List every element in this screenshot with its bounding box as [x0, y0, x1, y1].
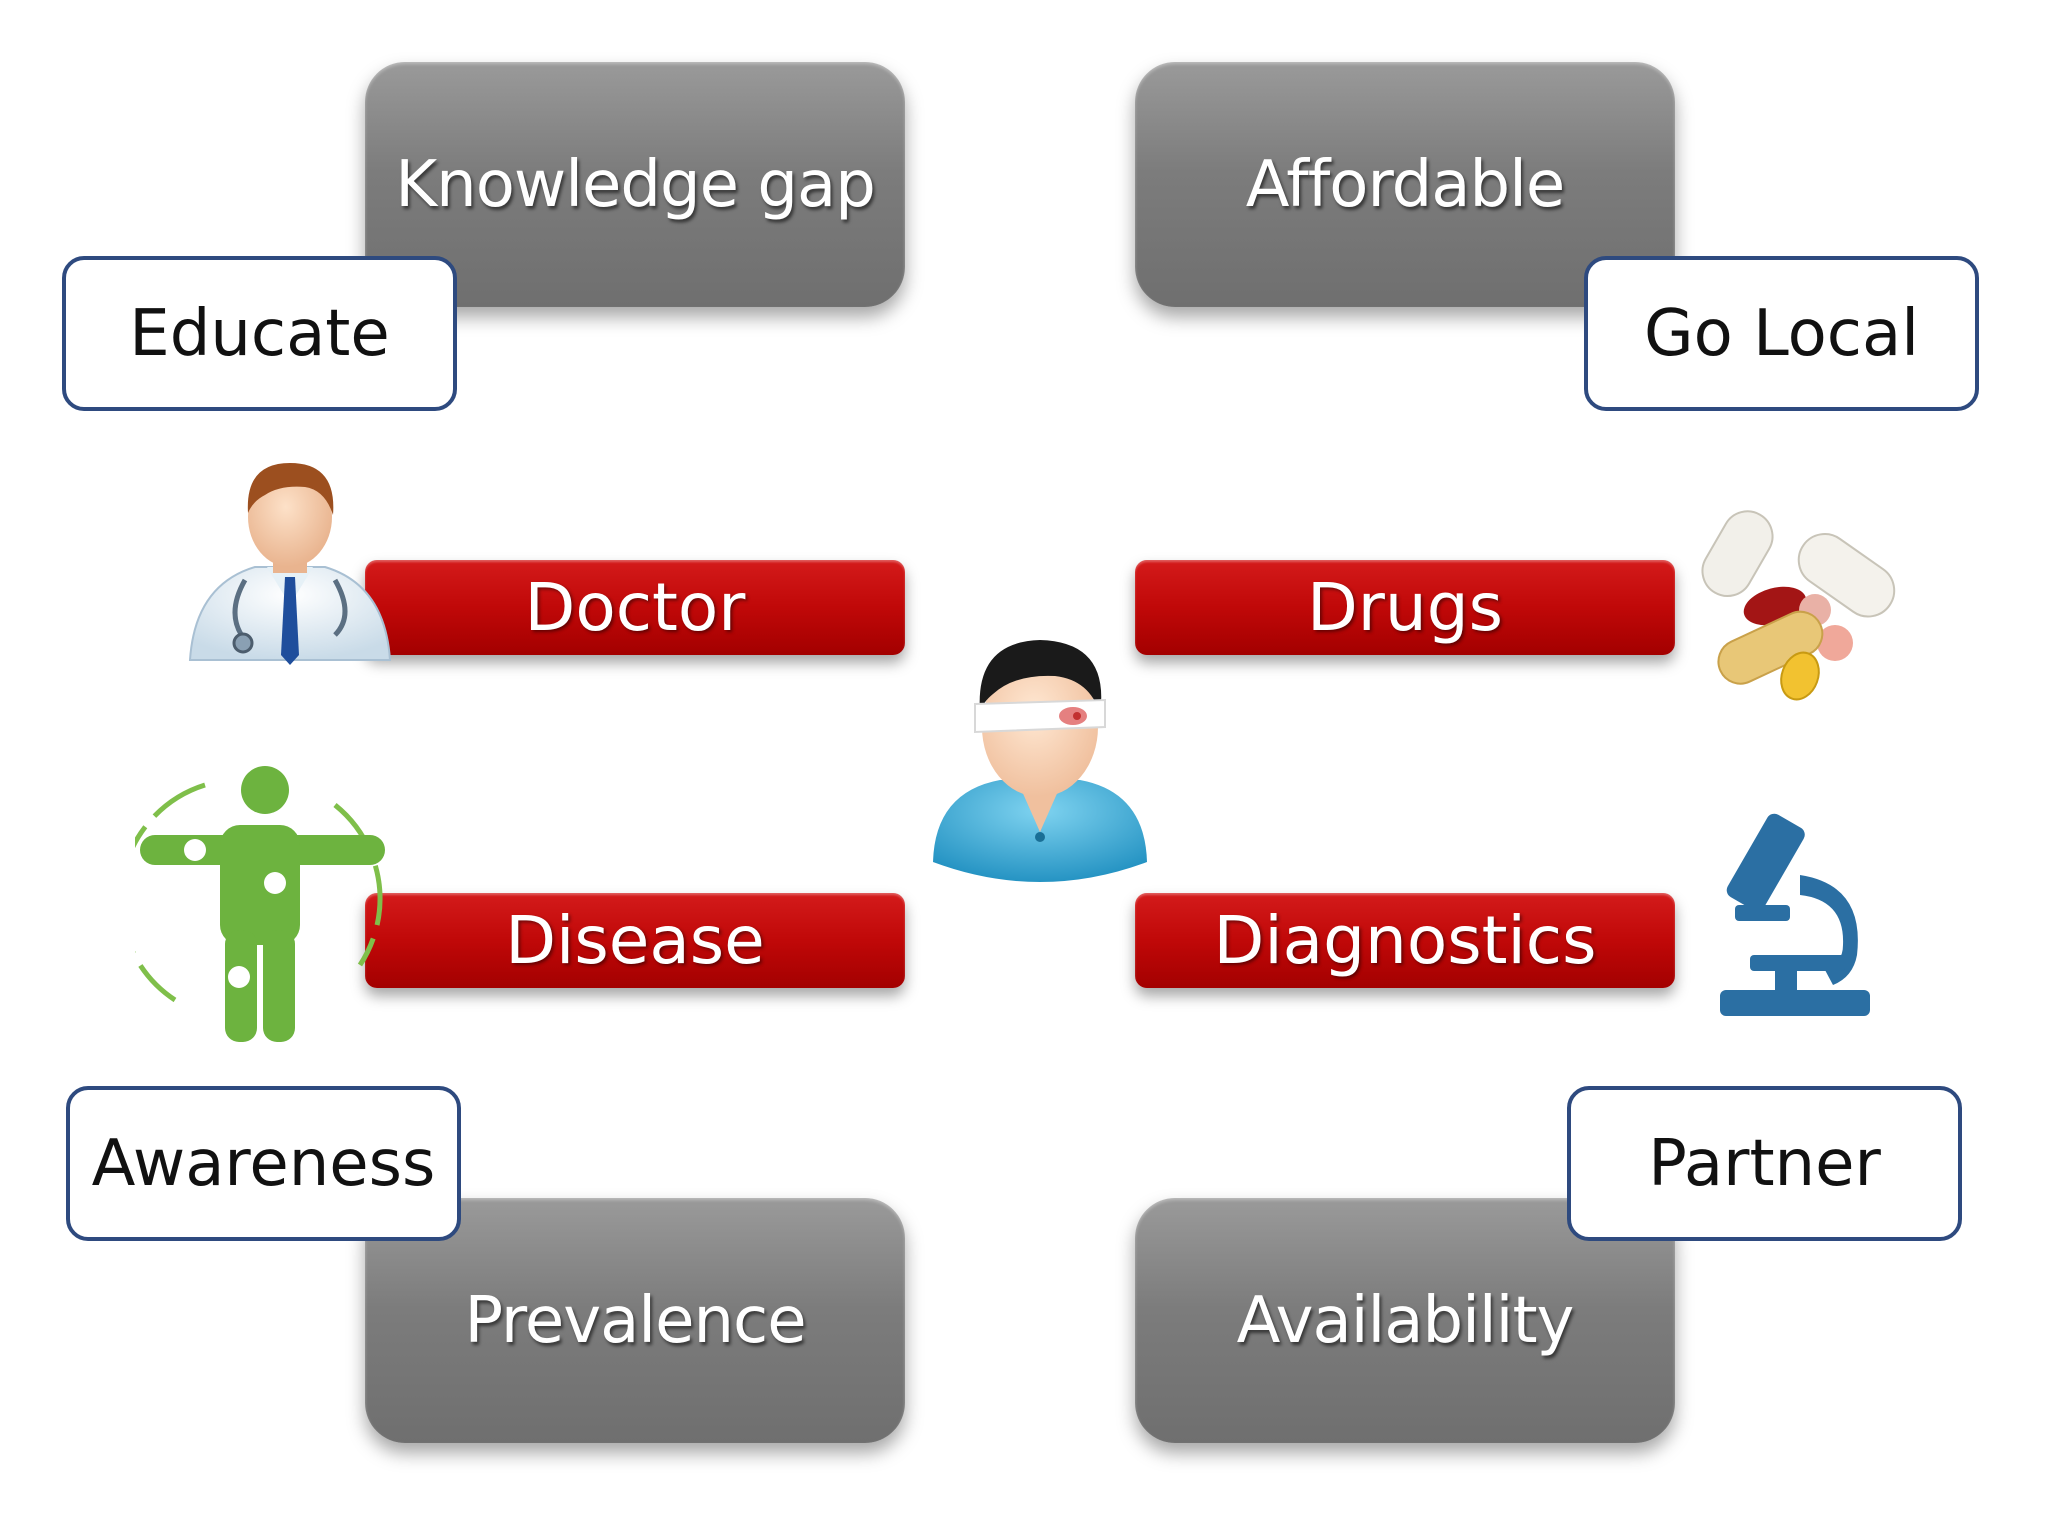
partner-box: Partner	[1567, 1086, 1962, 1241]
knowledge-gap-label: Knowledge gap	[395, 147, 876, 222]
affordable-label: Affordable	[1245, 147, 1566, 222]
awareness-label: Awareness	[91, 1126, 436, 1201]
partner-label: Partner	[1648, 1126, 1881, 1201]
go-local-box: Go Local	[1584, 256, 1979, 411]
prevalence-box: Prevalence	[365, 1198, 905, 1443]
disease-bar: Disease	[365, 893, 905, 988]
injured-patient-icon	[933, 640, 1147, 882]
doctor-label: Doctor	[524, 569, 746, 646]
awareness-box: Awareness	[66, 1086, 461, 1241]
availability-label: Availability	[1236, 1283, 1575, 1358]
disease-label: Disease	[505, 902, 765, 979]
go-local-label: Go Local	[1644, 296, 1919, 371]
doctor-icon	[188, 463, 392, 665]
drugs-bar: Drugs	[1135, 560, 1675, 655]
pills-icon	[1701, 510, 1896, 701]
affordable-box: Affordable	[1135, 62, 1675, 307]
educate-box: Educate	[62, 256, 457, 411]
educate-label: Educate	[129, 296, 390, 371]
diagnostics-label: Diagnostics	[1213, 902, 1597, 979]
doctor-bar: Doctor	[365, 560, 905, 655]
human-body-icon	[135, 766, 385, 1042]
diagnostics-bar: Diagnostics	[1135, 893, 1675, 988]
drugs-label: Drugs	[1306, 569, 1504, 646]
knowledge-gap-box: Knowledge gap	[365, 62, 905, 307]
prevalence-label: Prevalence	[464, 1283, 806, 1358]
microscope-icon	[1720, 813, 1870, 1016]
